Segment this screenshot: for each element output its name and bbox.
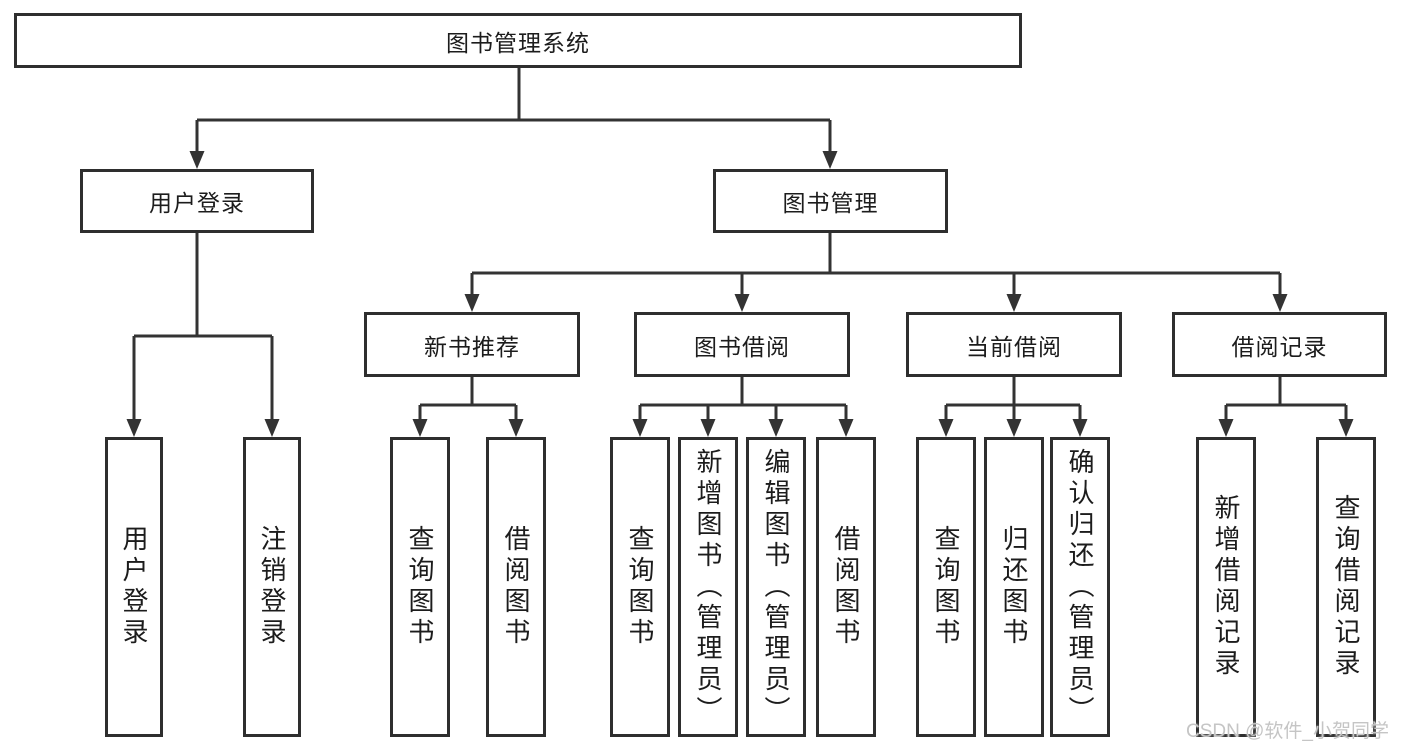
- leaf-recommendation-search-books: 查询图书: [390, 437, 450, 737]
- node-label: 编辑图书（管理员）: [761, 447, 791, 727]
- leaf-borrowing-edit-books-admin: 编辑图书（管理员）: [746, 437, 806, 737]
- node-user-login: 用户登录: [80, 169, 314, 233]
- leaf-borrowing-add-books-admin: 新增图书（管理员）: [678, 437, 738, 737]
- node-label: 图书管理: [782, 190, 879, 216]
- node-borrowing-records: 借阅记录: [1172, 312, 1387, 377]
- node-label: 确认归还（管理员）: [1065, 447, 1095, 727]
- connector-current-borrowing-to-leaves: [938, 377, 1088, 437]
- node-label: 用户登录: [149, 190, 245, 216]
- node-label: 当前借阅: [966, 333, 1062, 360]
- node-label: 注销登录: [257, 525, 287, 649]
- node-new-book-recommendation: 新书推荐: [364, 312, 580, 377]
- node-label: 查询图书: [625, 525, 655, 649]
- connector-book-management-to-level3: [464, 233, 1288, 312]
- leaf-current-search-books: 查询图书: [916, 437, 976, 737]
- leaf-current-return-books: 归还图书: [984, 437, 1044, 737]
- node-label: 新书推荐: [424, 333, 520, 360]
- leaf-user-login: 用户登录: [105, 437, 163, 737]
- node-label: 图书管理系统: [446, 29, 590, 56]
- leaf-recommendation-borrow-books: 借阅图书: [486, 437, 546, 737]
- node-book-borrowing: 图书借阅: [634, 312, 850, 377]
- leaf-current-confirm-return-admin: 确认归还（管理员）: [1050, 437, 1110, 737]
- leaf-logout: 注销登录: [243, 437, 301, 737]
- node-book-management: 图书管理: [713, 169, 948, 233]
- node-library-system: 图书管理系统: [14, 13, 1022, 68]
- connector-borrowing-records-to-leaves: [1218, 377, 1354, 437]
- node-label: 查询图书: [931, 525, 961, 649]
- node-label: 归还图书: [999, 525, 1029, 649]
- node-label: 图书借阅: [694, 333, 790, 360]
- leaf-records-add-borrowing-record: 新增借阅记录: [1196, 437, 1256, 737]
- connector-new-book-recommendation-to-leaves: [412, 377, 524, 437]
- node-label: 查询借阅记录: [1331, 494, 1361, 680]
- node-label: 查询图书: [405, 525, 435, 649]
- node-label: 新增借阅记录: [1211, 494, 1241, 680]
- node-label: 用户登录: [119, 525, 149, 649]
- node-current-borrowing: 当前借阅: [906, 312, 1122, 377]
- connector-root-to-level2: [189, 68, 838, 169]
- watermark: CSDN @软件_小贺同学: [1186, 721, 1389, 742]
- leaf-borrowing-borrow-books: 借阅图书: [816, 437, 876, 737]
- node-label: 借阅记录: [1231, 333, 1328, 360]
- node-label: 借阅图书: [501, 525, 531, 649]
- node-label: 借阅图书: [831, 525, 861, 649]
- node-label: 新增图书（管理员）: [693, 447, 723, 727]
- leaf-borrowing-search-books: 查询图书: [610, 437, 670, 737]
- connector-user-login-to-leaves: [126, 233, 280, 437]
- leaf-records-search-borrowing-record: 查询借阅记录: [1316, 437, 1376, 737]
- connector-book-borrowing-to-leaves: [632, 377, 854, 437]
